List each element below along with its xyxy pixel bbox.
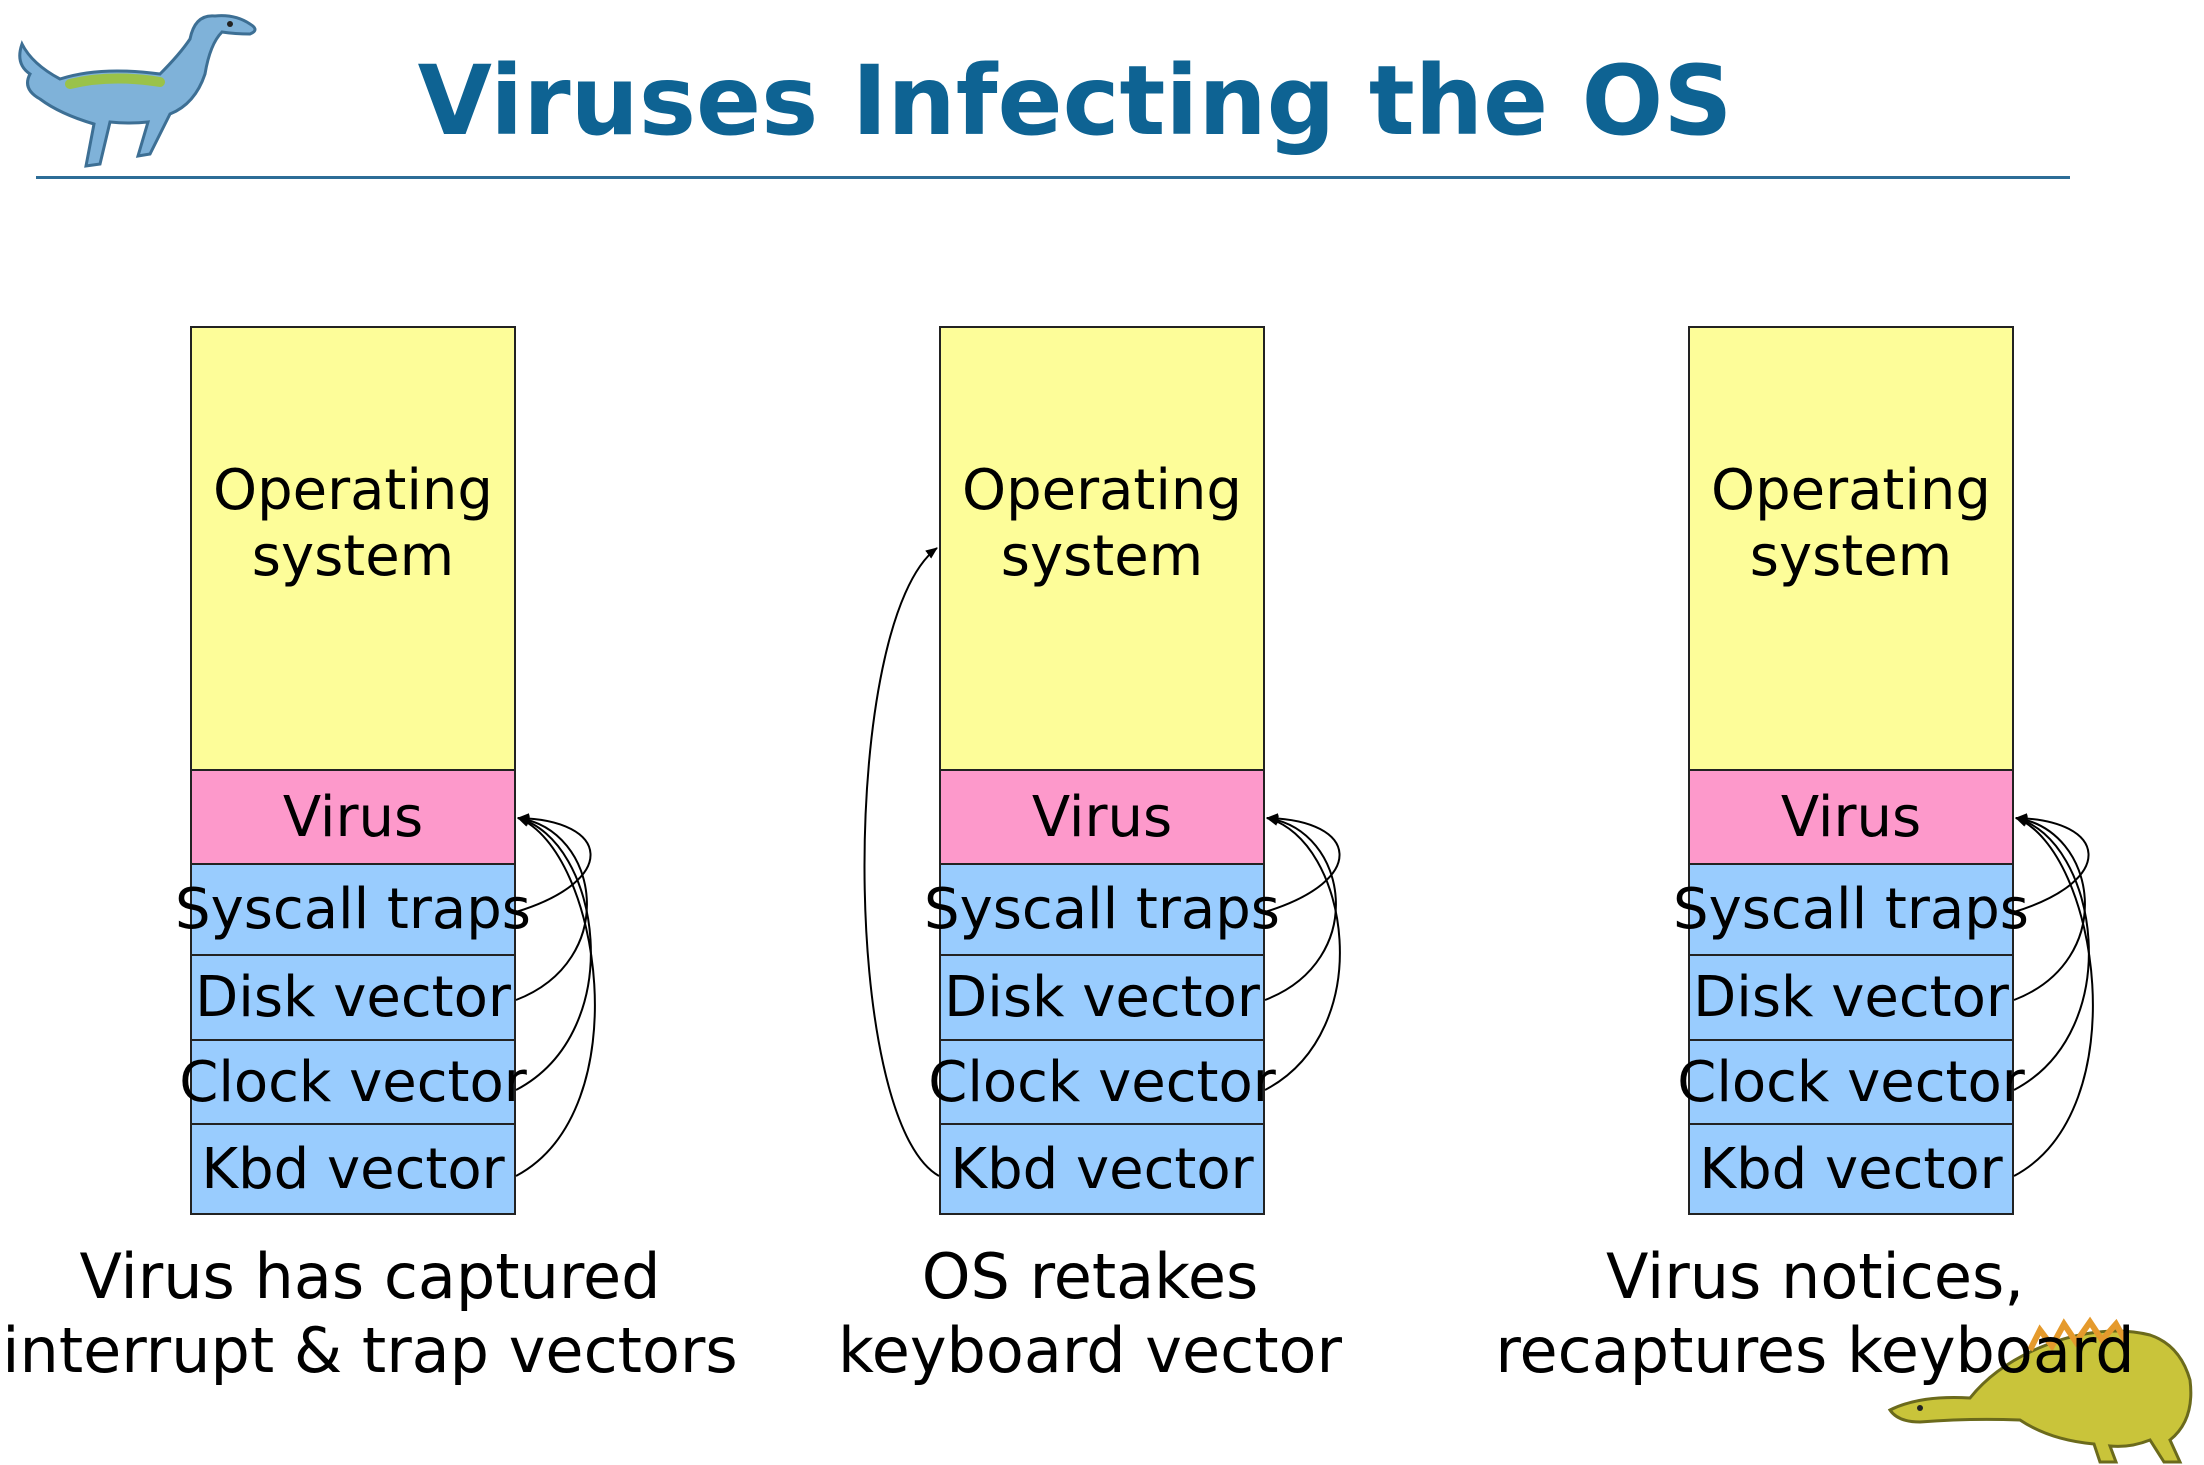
kbd-vector-segment: Kbd vector xyxy=(190,1123,516,1215)
arrow-disk-to-virus xyxy=(1264,814,1337,1001)
arrow-disk-to-virus xyxy=(515,814,588,1001)
os-segment: Operating system xyxy=(190,326,516,771)
caption-2: OS retakes keyboard vector xyxy=(800,1240,1380,1388)
slide-title: Viruses Infecting the OS xyxy=(417,45,1733,157)
os-label-line2: system xyxy=(251,523,455,589)
caption-line: OS retakes xyxy=(921,1240,1259,1313)
arrow-kbd-to-os xyxy=(863,547,940,1177)
title-divider xyxy=(36,176,2070,179)
dinosaur-icon xyxy=(1887,1316,2193,1464)
caption-1: Virus has captured interrupt & trap vect… xyxy=(0,1240,740,1388)
os-segment: Operating system xyxy=(939,326,1265,771)
memory-stack-3: Operating system Virus Syscall traps Dis… xyxy=(1673,326,2029,1215)
kbd-vector-segment: Kbd vector xyxy=(939,1123,1265,1215)
caption-line: Virus notices, xyxy=(1605,1240,2025,1313)
arrow-syscall-to-virus xyxy=(515,813,592,913)
syscall-traps-segment: Syscall traps xyxy=(175,863,531,956)
os-segment: Operating system xyxy=(1688,326,2014,771)
os-label-line1: Operating xyxy=(962,457,1242,523)
arrow-disk-to-virus xyxy=(2013,814,2086,1001)
arrow-kbd-to-virus xyxy=(515,817,596,1177)
caption-line: Virus has captured xyxy=(79,1240,661,1313)
caption-line: keyboard vector xyxy=(838,1314,1342,1387)
os-label-line2: system xyxy=(1749,523,1953,589)
virus-segment: Virus xyxy=(1688,769,2014,865)
os-label-line1: Operating xyxy=(213,457,493,523)
clock-vector-segment: Clock vector xyxy=(1677,1039,2025,1125)
arrow-clock-to-virus xyxy=(2013,816,2090,1091)
arrow-clock-to-virus xyxy=(1264,816,1341,1091)
arrow-syscall-to-virus xyxy=(2013,813,2090,913)
os-label-line2: system xyxy=(1000,523,1204,589)
syscall-traps-segment: Syscall traps xyxy=(924,863,1280,956)
disk-vector-segment: Disk vector xyxy=(1688,954,2014,1041)
arrow-kbd-to-virus xyxy=(2013,817,2094,1177)
virus-segment: Virus xyxy=(939,769,1265,865)
disk-vector-segment: Disk vector xyxy=(190,954,516,1041)
os-label-line1: Operating xyxy=(1711,457,1991,523)
virus-segment: Virus xyxy=(190,769,516,865)
memory-stack-1: Operating system Virus Syscall traps Dis… xyxy=(175,326,531,1215)
disk-vector-segment: Disk vector xyxy=(939,954,1265,1041)
syscall-traps-segment: Syscall traps xyxy=(1673,863,2029,956)
clock-vector-segment: Clock vector xyxy=(179,1039,527,1125)
arrow-syscall-to-virus xyxy=(1264,813,1341,913)
clock-vector-segment: Clock vector xyxy=(928,1039,1276,1125)
dinosaur-icon xyxy=(18,14,257,168)
caption-line: interrupt & trap vectors xyxy=(2,1314,738,1387)
arrow-clock-to-virus xyxy=(515,816,592,1091)
memory-stack-2: Operating system Virus Syscall traps Dis… xyxy=(924,326,1280,1215)
caption-3: Virus notices, recaptures keyboard xyxy=(1480,1240,2150,1388)
kbd-vector-segment: Kbd vector xyxy=(1688,1123,2014,1215)
caption-line: recaptures keyboard xyxy=(1495,1314,2135,1387)
